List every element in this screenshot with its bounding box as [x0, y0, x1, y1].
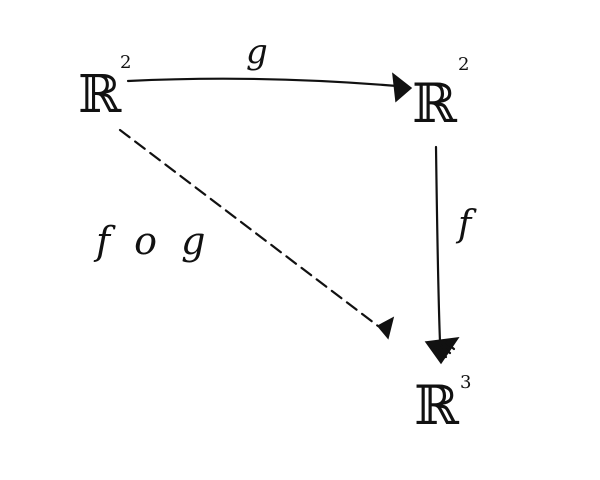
node-bottom-right-sup: 3 — [460, 372, 471, 393]
arrow-fog-head — [376, 316, 395, 340]
arrow-g: g — [126, 32, 413, 103]
arrow-f-head-hatch — [430, 339, 456, 359]
node-top-right-sup: 2 — [458, 54, 469, 75]
arrow-fog-label: f o g — [93, 219, 211, 263]
arrow-fog: f o g — [93, 128, 395, 340]
arrow-g-shaft — [126, 77, 399, 88]
node-top-left-sup: 2 — [120, 52, 131, 73]
arrow-fog-shaft — [118, 128, 380, 328]
node-top-left: ℝ 2 — [78, 52, 131, 125]
node-top-right: ℝ 2 — [412, 54, 469, 135]
arrow-f-head — [424, 337, 460, 365]
arrow-f: f — [424, 145, 477, 365]
node-top-right-base: ℝ — [412, 72, 458, 135]
node-top-left-base: ℝ — [78, 65, 122, 125]
node-bottom-right-base: ℝ — [414, 374, 460, 437]
node-bottom-right: ℝ 3 — [414, 372, 471, 437]
arrow-g-label: g — [246, 32, 268, 72]
arrow-f-shaft — [434, 145, 442, 344]
arrow-g-head — [392, 72, 413, 103]
arrow-f-label: f — [455, 204, 477, 245]
